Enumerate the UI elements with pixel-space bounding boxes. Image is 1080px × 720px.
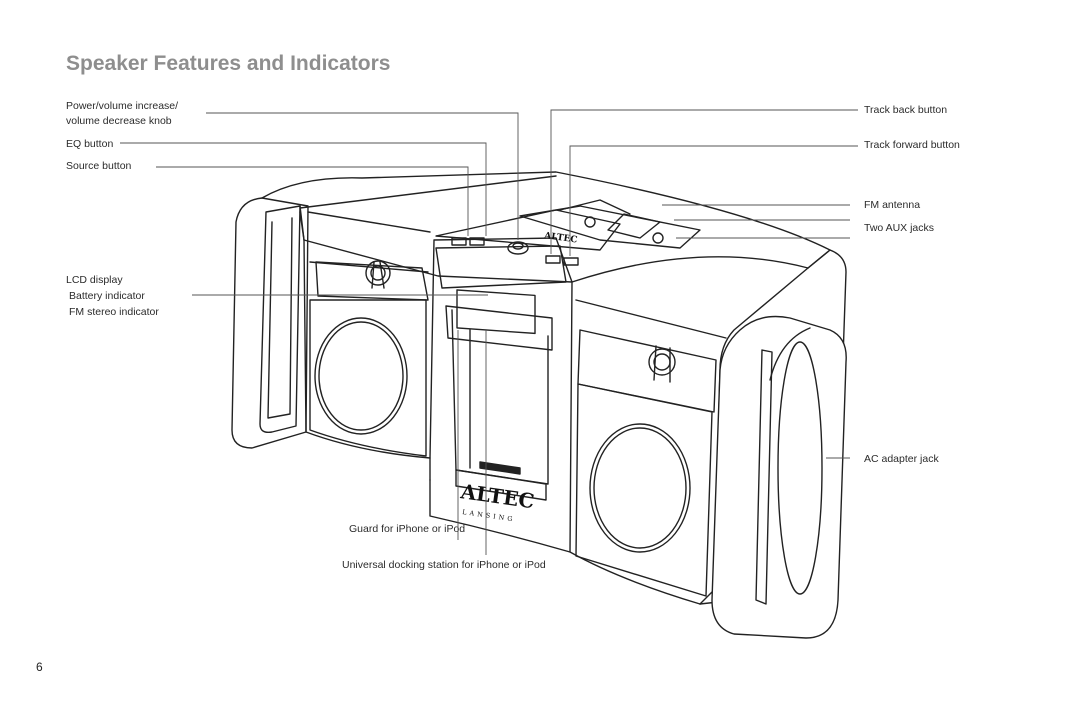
control-panel bbox=[435, 199, 701, 266]
callout-lines bbox=[120, 109, 858, 555]
leader-power-volume bbox=[206, 112, 519, 240]
right-tweeter bbox=[577, 329, 717, 413]
lcd-display-label: LCD display bbox=[66, 274, 123, 286]
leader-eq bbox=[120, 142, 487, 236]
eq-button bbox=[451, 237, 467, 246]
leader-source bbox=[156, 166, 469, 236]
eq-button-label: EQ button bbox=[66, 138, 114, 150]
two-aux-jacks-label: Two AUX jacks bbox=[864, 222, 935, 234]
volume-knob bbox=[507, 241, 529, 255]
track-back-button-label: Track back button bbox=[864, 104, 948, 116]
ac-adapter-jack-label: AC adapter jack bbox=[864, 453, 939, 465]
fm-stereo-indicator-label: FM stereo indicator bbox=[69, 306, 159, 318]
dock-connector bbox=[479, 461, 521, 475]
right-end-cap bbox=[711, 315, 847, 639]
leader-track-back bbox=[550, 109, 858, 254]
source-button bbox=[469, 237, 485, 246]
battery-indicator-label: Battery indicator bbox=[69, 290, 145, 302]
track-forward-button-label: Track forward button bbox=[864, 139, 960, 151]
power-volume-knob-label: Power/volume increase/ volume decrease k… bbox=[66, 99, 178, 129]
guard-label: Guard for iPhone or iPod bbox=[349, 523, 466, 535]
center-panel bbox=[435, 245, 567, 501]
source-button-label: Source button bbox=[66, 160, 132, 172]
page-number: 6 bbox=[36, 660, 43, 674]
brand-logo-subname: LANSING bbox=[462, 508, 516, 523]
track-back-button bbox=[545, 255, 561, 264]
aux-jack-1 bbox=[584, 216, 596, 228]
track-forward-button bbox=[563, 257, 579, 266]
speaker-body bbox=[261, 171, 847, 605]
power-volume-knob-label-line1: Power/volume increase/ bbox=[66, 100, 179, 112]
fm-antenna-label: FM antenna bbox=[864, 199, 921, 211]
left-woofer bbox=[309, 299, 427, 457]
lcd-display bbox=[456, 289, 536, 335]
aux-jack-2 bbox=[652, 232, 664, 244]
left-tweeter bbox=[315, 260, 429, 301]
docking-station-label: Universal docking station for iPhone or … bbox=[342, 559, 546, 571]
leader-track-forward bbox=[569, 145, 858, 256]
page-title: Speaker Features and Indicators bbox=[66, 52, 391, 75]
left-end-cap bbox=[231, 197, 309, 449]
brand-logo-small: ALTEC bbox=[543, 231, 578, 246]
power-volume-knob-label-line2: volume decrease knob bbox=[66, 115, 172, 127]
right-woofer bbox=[575, 383, 713, 597]
